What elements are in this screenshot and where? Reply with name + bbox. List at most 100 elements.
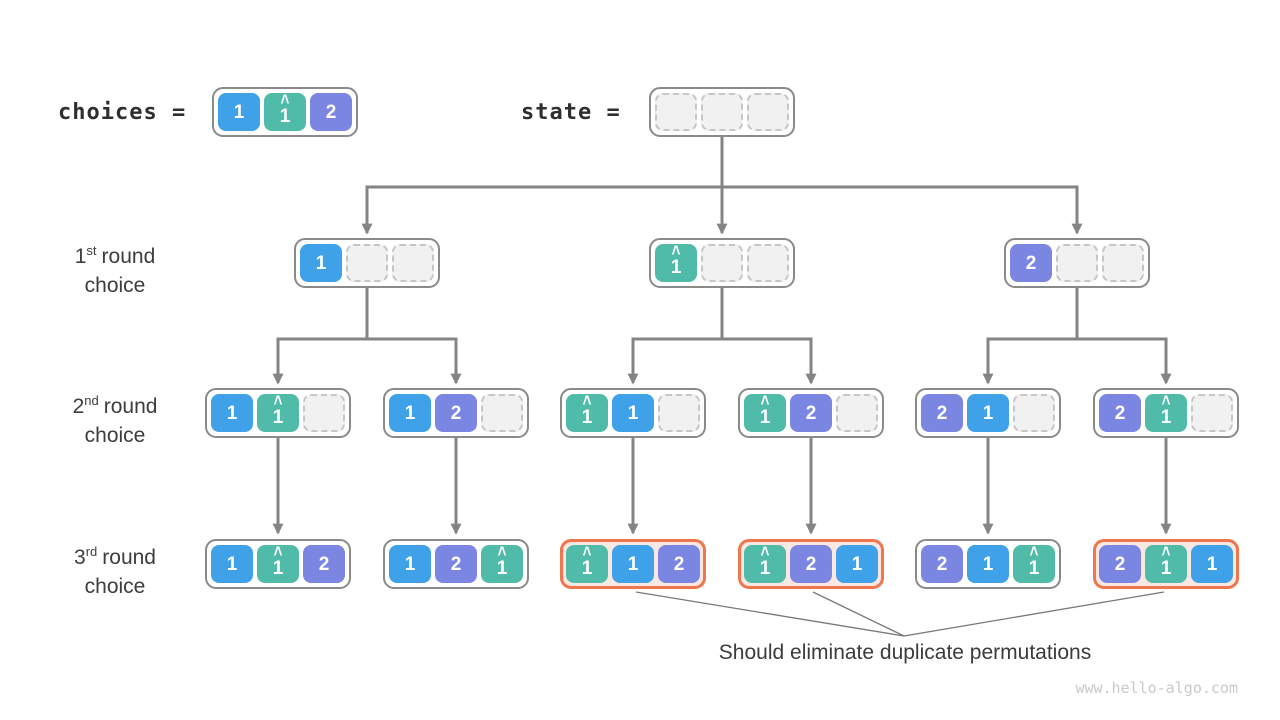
hat-mark: ^ <box>497 542 507 566</box>
cell-value-1: 1 <box>211 545 253 583</box>
cell-value-1-hat: ^1 <box>1145 391 1187 432</box>
duplicate-callout-lines <box>635 591 1165 637</box>
hat-mark: ^ <box>1029 542 1039 566</box>
cell-value-1-hat: ^1 <box>481 542 523 583</box>
cell-digit: 1 <box>1160 406 1172 428</box>
cell-digit: 2 <box>325 101 337 123</box>
cell-digit: 2 <box>805 553 817 575</box>
hat-mark: ^ <box>1161 391 1171 415</box>
state-node-r1-1: 1 <box>294 238 440 288</box>
state-node-r3-4-duplicate: ^1 2 1 <box>738 539 884 589</box>
cell-digit: 1 <box>404 553 416 575</box>
cell-value-1: 1 <box>836 545 878 583</box>
duplicate-note: Should eliminate duplicate permutations <box>718 641 1092 664</box>
cell-empty <box>1056 244 1098 282</box>
hat-mark: ^ <box>582 391 592 415</box>
cell-digit: 1 <box>982 553 994 575</box>
choices-box: 1 ^1 2 <box>212 87 358 137</box>
cell-digit: 1 <box>759 557 771 579</box>
hat-mark: ^ <box>273 391 283 415</box>
cell-value-1: 1 <box>389 394 431 432</box>
cell-value-1: 1 <box>211 394 253 432</box>
cell-empty <box>701 244 743 282</box>
cell-digit: 1 <box>581 557 593 579</box>
cell-value-1-hat: ^1 <box>566 542 608 583</box>
cell-value-2: 2 <box>1099 394 1141 432</box>
state-node-r2-6: 2^1 <box>1093 388 1239 438</box>
cell-empty <box>303 394 345 432</box>
cell-empty <box>658 394 700 432</box>
cell-empty <box>747 93 789 131</box>
cell-empty <box>1191 394 1233 432</box>
cell-digit: 2 <box>1025 252 1037 274</box>
cell-empty <box>1013 394 1055 432</box>
cell-value-2: 2 <box>1010 244 1052 282</box>
cell-value-1-hat: ^1 <box>566 391 608 432</box>
round-2-label-line2: choice <box>84 424 146 447</box>
state-node-r1-2: ^1 <box>649 238 795 288</box>
cell-value-1-hat: ^1 <box>1013 542 1055 583</box>
cell-digit: 2 <box>450 402 462 424</box>
cell-value-1-hat: ^1 <box>257 542 299 583</box>
cell-value-1: 1 <box>967 394 1009 432</box>
cell-empty <box>747 244 789 282</box>
hat-mark: ^ <box>280 90 290 114</box>
cell-digit: 1 <box>627 553 639 575</box>
cell-value-2: 2 <box>1099 545 1141 583</box>
state-node-r1-3: 2 <box>1004 238 1150 288</box>
cell-digit: 1 <box>404 402 416 424</box>
hat-mark: ^ <box>273 542 283 566</box>
cell-value-2: 2 <box>310 93 352 131</box>
cell-empty <box>655 93 697 131</box>
cell-value-1: 1 <box>967 545 1009 583</box>
cell-digit: 1 <box>581 406 593 428</box>
round-3-label-line2: choice <box>84 575 146 598</box>
cell-value-2: 2 <box>435 545 477 583</box>
cell-value-1-hat: ^1 <box>257 391 299 432</box>
cell-digit: 2 <box>318 553 330 575</box>
cell-value-1: 1 <box>300 244 342 282</box>
cell-empty <box>1102 244 1144 282</box>
cell-digit: 1 <box>233 101 245 123</box>
hat-mark: ^ <box>760 391 770 415</box>
cell-value-1-hat: ^1 <box>1145 542 1187 583</box>
cell-digit: 1 <box>1206 553 1218 575</box>
state-node-r2-1: 1^1 <box>205 388 351 438</box>
cell-value-2: 2 <box>790 394 832 432</box>
cell-digit: 1 <box>851 553 863 575</box>
choices-label: choices = <box>58 99 187 125</box>
hat-mark: ^ <box>582 542 592 566</box>
state-node-r2-4: ^1 2 <box>738 388 884 438</box>
cell-value-1: 1 <box>612 545 654 583</box>
cell-digit: 2 <box>936 402 948 424</box>
cell-value-1-hat: ^1 <box>744 391 786 432</box>
round-1-label-line2: choice <box>84 274 146 297</box>
cell-digit: 2 <box>1114 553 1126 575</box>
cell-value-1-hat: ^1 <box>264 90 306 131</box>
cell-value-2: 2 <box>435 394 477 432</box>
cell-digit: 1 <box>759 406 771 428</box>
cell-digit: 1 <box>1160 557 1172 579</box>
cell-value-1: 1 <box>389 545 431 583</box>
cell-digit: 1 <box>670 256 682 278</box>
cell-value-2: 2 <box>921 394 963 432</box>
hat-mark: ^ <box>1161 542 1171 566</box>
cell-value-1: 1 <box>218 93 260 131</box>
cell-digit: 1 <box>226 553 238 575</box>
cell-empty <box>701 93 743 131</box>
cell-digit: 1 <box>627 402 639 424</box>
cell-value-1-hat: ^1 <box>744 544 786 583</box>
cell-digit: 2 <box>805 402 817 424</box>
state-box <box>649 87 795 137</box>
cell-value-2: 2 <box>921 545 963 583</box>
